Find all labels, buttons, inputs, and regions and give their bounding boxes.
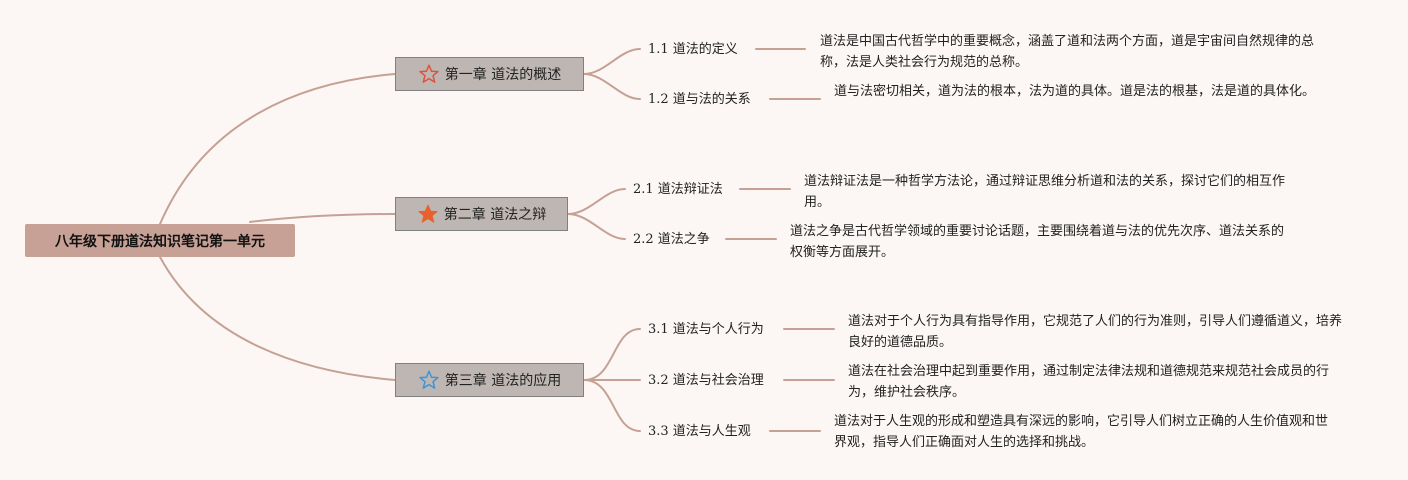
- section-3-2[interactable]: 3.2 道法与社会治理: [648, 373, 764, 388]
- connector-root-ch2: [249, 213, 396, 223]
- description-3-2: 道法在社会治理中起到重要作用，通过制定法律法规和道德规范来规范社会成员的行为，维…: [848, 364, 1330, 400]
- connector-root-ch3: [159, 256, 396, 381]
- connector-ch3-s1: [583, 328, 641, 381]
- chapter-2-title: 第二章 道法之辩: [443, 207, 547, 223]
- description-1-2: 道与法密切相关，道为法的根本，法为道的具体。道是法的根基，法是道的具体化。: [834, 84, 1316, 99]
- chapter-3-node[interactable]: 第三章 道法的应用: [395, 363, 584, 397]
- connector-ch1-s2: [583, 73, 641, 100]
- chapter-1-node[interactable]: 第一章 道法的概述: [395, 57, 584, 91]
- section-2-1[interactable]: 2.1 道法辩证法: [633, 182, 723, 197]
- description-1-1: 道法是中国古代哲学中的重要概念，涵盖了道和法两个方面，道是宇宙间自然规律的总称，…: [820, 34, 1315, 70]
- section-2-2[interactable]: 2.2 道法之争: [633, 232, 710, 247]
- description-3-3: 道法对于人生观的形成和塑造具有深远的影响，它引导人们树立正确的人生价值观和世界观…: [834, 414, 1329, 450]
- star-outline-icon: [418, 63, 440, 85]
- description-3-1: 道法对于个人行为具有指导作用，它规范了人们的行为准则，引导人们遵循道义，培养良好…: [848, 314, 1343, 350]
- connector-ch2-s2: [567, 213, 626, 240]
- section-1-2[interactable]: 1.2 道与法的关系: [648, 92, 751, 107]
- section-3-3[interactable]: 3.3 道法与人生观: [648, 424, 751, 439]
- connector-ch1-s1: [583, 48, 641, 75]
- root-title: 八年级下册道法知识笔记第一单元: [55, 233, 265, 250]
- chapter-1-title: 第一章 道法的概述: [444, 67, 562, 83]
- description-2-1: 道法辩证法是一种哲学方法论，通过辩证思维分析道和法的关系，探讨它们的相互作用。: [804, 174, 1286, 210]
- section-3-1[interactable]: 3.1 道法与个人行为: [648, 322, 764, 337]
- star-filled-icon: [417, 203, 439, 225]
- star-outline-icon: [418, 369, 440, 391]
- chapter-2-node[interactable]: 第二章 道法之辩: [395, 197, 568, 231]
- chapter-3-title: 第三章 道法的应用: [444, 373, 562, 389]
- description-2-2: 道法之争是古代哲学领域的重要讨论话题，主要围绕着道与法的优先次序、道法关系的权衡…: [790, 224, 1285, 260]
- root-topic[interactable]: 八年级下册道法知识笔记第一单元: [25, 224, 295, 257]
- section-1-1[interactable]: 1.1 道法的定义: [648, 42, 738, 57]
- connector-ch3-s3: [583, 379, 641, 432]
- connector-ch2-s1: [567, 188, 626, 215]
- connector-root-ch1: [159, 73, 396, 225]
